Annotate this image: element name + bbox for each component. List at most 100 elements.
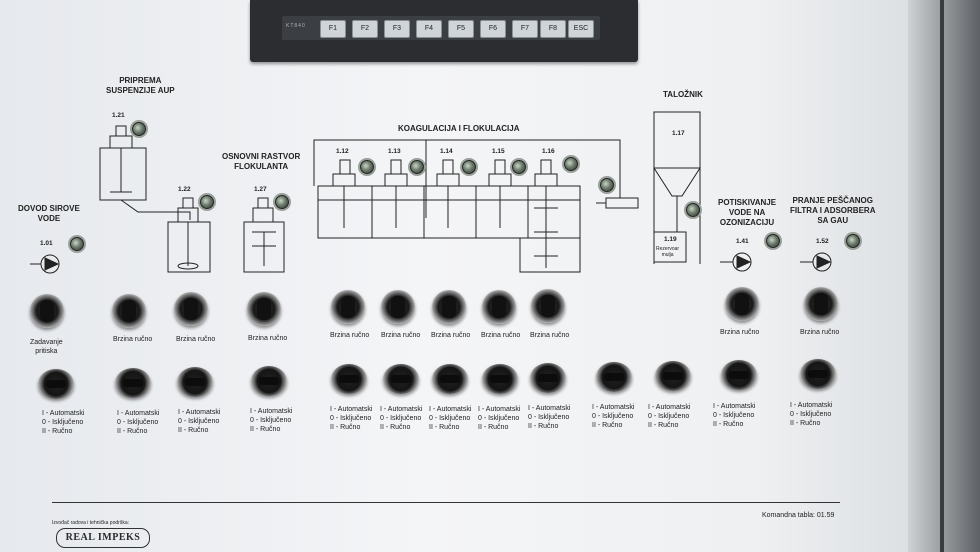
tag-114: 1.14 — [440, 148, 453, 155]
lamp-116 — [564, 157, 578, 171]
label-taloznik: TALOŽNIK — [663, 90, 703, 99]
speed-knob-141[interactable] — [725, 287, 759, 321]
mode-label-116: I - Automatski 0 - Isključeno II - Ručno — [528, 405, 571, 430]
speed-knob-121[interactable] — [112, 294, 146, 328]
lamp-101 — [70, 237, 84, 251]
sludge-reservoir-label: Rezervoar mulja — [656, 246, 680, 258]
mode-label-127: I - Automatski 0 - Isključeno II - Ručno — [250, 408, 293, 433]
label-koagulacija: KOAGULACIJA I FLOKULACIJA — [398, 124, 520, 133]
pressure-setpoint-knob[interactable] — [30, 294, 64, 328]
speed-knob-122[interactable] — [174, 292, 208, 326]
speed-label-122: Brzina ručno — [176, 336, 216, 343]
speed-label-121: Brzina ručno — [113, 336, 153, 343]
f5-key[interactable]: F5 — [448, 20, 474, 38]
label-priprema: PRIPREMA SUSPENZIJE AUP — [106, 76, 175, 95]
f1-key[interactable]: F1 — [320, 20, 346, 38]
tag-121: 1.21 — [112, 112, 125, 119]
speed-label-127: Brzina ručno — [248, 335, 288, 342]
f2-key[interactable]: F2 — [352, 20, 378, 38]
tag-122: 1.22 — [178, 186, 191, 193]
footer-divider — [52, 502, 840, 503]
mode-selector-116[interactable] — [530, 363, 566, 393]
mode-label-152: I - Automatski 0 - Isključeno II - Ručno — [790, 402, 833, 427]
lamp-127 — [275, 195, 289, 209]
speed-label-116: Brzina ručno — [530, 332, 570, 339]
speed-knob-115[interactable] — [482, 290, 516, 324]
lamp-122 — [200, 195, 214, 209]
mode-selector-127[interactable] — [251, 366, 287, 396]
mode-selector-141[interactable] — [721, 360, 757, 390]
tag-152: 1.52 — [816, 238, 829, 245]
speed-knob-152[interactable] — [804, 287, 838, 321]
tag-115: 1.15 — [492, 148, 505, 155]
mode-label-112: I - Automatski 0 - Isključeno II - Ručno — [330, 406, 373, 431]
tank-122 — [167, 221, 211, 273]
mode-selector-113[interactable] — [383, 364, 419, 394]
cabinet-frame — [908, 0, 980, 552]
f4-key[interactable]: F4 — [416, 20, 442, 38]
speed-knob-113[interactable] — [381, 290, 415, 324]
lamp-152 — [846, 234, 860, 248]
esc-key[interactable]: ESC — [568, 20, 594, 38]
mode-selector-114[interactable] — [432, 364, 468, 394]
speed-knob-116[interactable] — [531, 289, 565, 323]
control-panel — [0, 0, 945, 552]
speed-label-113: Brzina ručno — [381, 332, 421, 339]
label-pranje: PRANJE PEŠČANOG FILTRA I ADSORBERA SA GA… — [790, 196, 876, 225]
screw-conveyor — [605, 197, 639, 209]
speed-knob-114[interactable] — [432, 290, 466, 324]
lamp-141 — [766, 234, 780, 248]
mode-selector-117[interactable] — [655, 361, 691, 391]
mode-selector-121[interactable] — [115, 368, 151, 398]
mode-label-114: I - Automatski 0 - Isključeno II - Ručno — [429, 406, 472, 431]
tag-141: 1.41 — [736, 238, 749, 245]
tag-116: 1.16 — [542, 148, 555, 155]
speed-label-112: Brzina ručno — [330, 332, 370, 339]
speed-label-141: Brzina ručno — [720, 329, 760, 336]
mode-label-117: I - Automatski 0 - Isključeno II - Ručno — [648, 404, 691, 429]
label-osnovni-rastvor: OSNOVNI RASTVOR FLOKULANTA — [222, 152, 301, 171]
sludge-tank — [653, 231, 687, 263]
tag-127: 1.27 — [254, 186, 267, 193]
real-impeks-logo: REAL IMPEKS — [56, 528, 150, 548]
label-dovod: DOVOD SIROVE VODE — [18, 204, 80, 223]
lamp-112 — [360, 160, 374, 174]
mode-label-115: I - Automatski 0 - Isključeno II - Ručno — [478, 406, 521, 431]
mode-selector-112[interactable] — [331, 364, 367, 394]
tag-119: 1.19 — [664, 236, 677, 243]
speed-label-152: Brzina ručno — [800, 329, 840, 336]
f7-key[interactable]: F7 — [512, 20, 538, 38]
mode-selector-115[interactable] — [482, 364, 518, 394]
manufacturer-caption: Izvođač radova i tehnička podrška: — [52, 520, 129, 526]
lamp-121 — [132, 122, 146, 136]
mode-label-121: I - Automatski 0 - Isključeno II - Ručno — [117, 410, 160, 435]
f8-key[interactable]: F8 — [540, 20, 566, 38]
mode-label-122: I - Automatski 0 - Isključeno II - Ručno — [178, 409, 221, 434]
hmi-brand: KT840 — [286, 23, 306, 29]
lamp-113 — [410, 160, 424, 174]
mode-label-113: I - Automatski 0 - Isključeno II - Ručno — [380, 406, 423, 431]
speed-label-114: Brzina ručno — [431, 332, 471, 339]
lamp-117 — [686, 203, 700, 217]
pressure-setpoint-label: Zadavanje pritiska — [30, 339, 63, 355]
lamp-conveyor — [600, 178, 614, 192]
speed-knob-112[interactable] — [331, 290, 365, 324]
speed-knob-127[interactable] — [247, 292, 281, 326]
f6-key[interactable]: F6 — [480, 20, 506, 38]
lamp-115 — [512, 160, 526, 174]
mode-label-conveyor: I - Automatski 0 - Isključeno II - Ručno — [592, 404, 635, 429]
label-potiskivanje: POTISKIVANJE VODE NA OZONIZACIJU — [718, 198, 777, 227]
tag-117: 1.17 — [672, 130, 685, 137]
tag-113: 1.13 — [388, 148, 401, 155]
mode-selector-101[interactable] — [38, 369, 74, 399]
tag-101: 1.01 — [40, 240, 53, 247]
process-diagram — [30, 111, 832, 274]
settler-tank — [653, 111, 701, 168]
mode-selector-152[interactable] — [800, 359, 836, 389]
mode-selector-conveyor[interactable] — [596, 362, 632, 392]
cabinet-edge — [940, 0, 944, 552]
f3-key[interactable]: F3 — [384, 20, 410, 38]
lamp-114 — [462, 160, 476, 174]
tag-112: 1.12 — [336, 148, 349, 155]
mode-selector-122[interactable] — [177, 367, 213, 397]
